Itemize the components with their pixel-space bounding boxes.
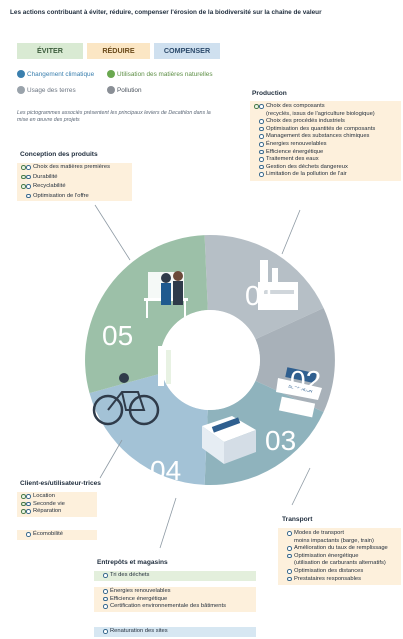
conception-list: Choix des matières premières Durabilité … — [17, 163, 132, 202]
list-item: Réparation — [19, 508, 95, 516]
ring-number-03: 03 — [265, 425, 296, 456]
entrepots-compenser-box: Renaturation des sites — [94, 627, 256, 637]
list-item: Management des substances chimiques — [252, 133, 399, 141]
list-item: Choix des matières premières — [17, 163, 132, 173]
client-list: Location Seconde vie Réparation — [17, 492, 97, 517]
legend-terres: Usage des terres — [17, 86, 76, 94]
client-mobility: Écomobilité — [17, 530, 97, 540]
list-item: Seconde vie — [19, 501, 95, 509]
climate-icon — [17, 70, 25, 78]
legend-pollution-label: Pollution — [117, 86, 142, 94]
section-title-conception: Conception des produits — [20, 151, 98, 158]
design-illustration — [144, 271, 188, 318]
entrepots-eviter-box: Tri des déchets — [94, 571, 256, 581]
list-item: Gestion des déchets dangereux — [252, 164, 399, 172]
list-item: Efficience énergétique — [96, 596, 254, 604]
list-item: (recyclés, issus de l'agriculture biolog… — [266, 110, 375, 117]
ring-number-05: 05 — [102, 320, 133, 351]
list-item: Amélioration du taux de remplissage — [280, 545, 399, 553]
transport-illustration: DECATHLON — [276, 367, 322, 418]
natural-resources-icon — [107, 70, 115, 78]
entrepots-reduire-box: Énergies renouvelables Efficience énergé… — [94, 587, 256, 612]
section-title-transport: Transport — [282, 516, 313, 523]
indicator-icon — [19, 174, 31, 180]
list-item: moins impactants (barge, train) — [294, 537, 374, 544]
legend-climat: Changement climatique — [17, 70, 94, 78]
category-eviter: ÉVITER — [17, 43, 83, 59]
land-use-icon — [17, 86, 25, 94]
list-item: Prestataires responsables — [280, 576, 399, 584]
list-item: Traitement des eaux — [252, 156, 399, 164]
transport-list: Modes de transport moins impactants (bar… — [278, 528, 401, 586]
page-title: Les actions contribuant à éviter, réduir… — [10, 9, 322, 16]
list-item: Optimisation énergétique — [280, 553, 399, 561]
list-item: Tri des déchets — [96, 572, 254, 580]
list-item: Optimisation de l'offre — [17, 191, 132, 202]
indicator-icon — [19, 164, 31, 170]
list-item: Efficience énergétique — [252, 149, 399, 157]
legend-matieres-label: Utilisation des matières naturelles — [117, 70, 213, 78]
category-compenser: COMPENSER — [154, 43, 220, 59]
list-item: Écomobilité — [19, 531, 95, 539]
list-item: Énergies renouvelables — [96, 588, 254, 596]
indicator-icon — [19, 183, 31, 189]
indicator-icon — [19, 193, 31, 199]
list-item: Recyclabilité — [17, 182, 132, 192]
list-item: Durabilité — [17, 172, 132, 183]
section-title-production: Production — [252, 90, 287, 97]
list-item: Choix des composants — [252, 103, 399, 111]
legend-matieres: Utilisation des matières naturelles — [107, 70, 213, 78]
list-item: Renaturation des sites — [96, 628, 254, 636]
legend-terres-label: Usage des terres — [27, 86, 76, 94]
list-item: Énergies renouvelables — [252, 141, 399, 149]
factory-illustration — [258, 260, 298, 310]
section-title-client: Client-es/utilisateur-trices — [20, 480, 101, 487]
value-chain-ring: DECATHLON 01 02 03 04 05 — [85, 234, 335, 486]
category-reduire: RÉDUIRE — [87, 43, 150, 59]
list-item: Location — [19, 493, 95, 501]
ring-number-01: 01 — [245, 280, 276, 311]
list-item: Limitation de la pollution de l'air — [252, 171, 399, 179]
pollution-icon — [107, 86, 115, 94]
ring-number-02: 02 — [290, 365, 321, 396]
list-item: Certification environnementale des bâtim… — [96, 603, 254, 611]
segment-02 — [255, 308, 335, 412]
legend-climat-label: Changement climatique — [27, 70, 95, 78]
list-item: Modes de transport — [280, 530, 399, 538]
section-title-entrepots: Entrepôts et magasins — [97, 559, 168, 566]
production-list: Choix des composants (recyclés, issus de… — [250, 101, 401, 181]
legend-pollution: Pollution — [107, 86, 142, 94]
warehouse-illustration — [202, 416, 256, 464]
list-item: Optimisation des quantités de composants — [252, 126, 399, 134]
note-text: Les pictogrammes associés présentent les… — [17, 110, 211, 123]
list-item: Choix des procédés industriels — [252, 118, 399, 126]
boat-label: DECATHLON — [288, 384, 313, 394]
list-item: (utilisation de carburants alternatifs) — [294, 560, 386, 567]
bike-illustration — [92, 346, 171, 426]
list-item: Optimisation des distances — [280, 568, 399, 576]
ring-number-04: 04 — [150, 455, 181, 486]
